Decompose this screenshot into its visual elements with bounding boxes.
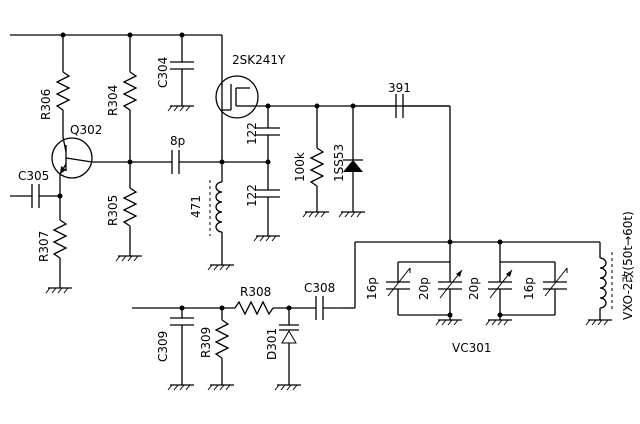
- r309-label: R309: [199, 327, 213, 358]
- supply-rail: [10, 32, 223, 93]
- q302-label: Q302: [70, 123, 102, 137]
- c-8p-label: 8p: [170, 134, 185, 148]
- ground-icon: [45, 287, 72, 294]
- ground-icon: [167, 105, 194, 112]
- l-471-label: 471: [189, 195, 203, 218]
- r309-resistor: [214, 308, 230, 385]
- c-391-label: 391: [388, 81, 411, 95]
- vc-20p-b-label: 20p: [467, 277, 481, 300]
- ground-icon: [207, 264, 234, 271]
- r305-label: R305: [106, 195, 120, 226]
- r-100k-label: 100k: [293, 152, 307, 182]
- r304-label: R304: [106, 85, 120, 116]
- c304-capacitor: [170, 35, 194, 106]
- r304-resistor: [122, 35, 138, 162]
- r306-label: R306: [39, 89, 53, 120]
- ground-icon: [485, 319, 512, 326]
- c309-label: C309: [156, 331, 170, 362]
- c308-label: C308: [304, 281, 335, 295]
- ground-icon: [115, 255, 142, 262]
- vxo-coil-label: VXO-2改(50t→60t): [621, 211, 635, 320]
- ground-icon: [338, 211, 365, 218]
- d-1ss53-label: 1SS53: [332, 144, 346, 182]
- d-1ss53-diode: [343, 106, 363, 212]
- ground-icon: [274, 384, 301, 391]
- vc301-left-group: [386, 242, 463, 320]
- c304-label: C304: [156, 57, 170, 88]
- vxo-coil: [599, 242, 613, 320]
- c-122b-label: 122: [245, 184, 259, 207]
- c-122a-capacitor: [256, 106, 280, 162]
- r308-label: R308: [240, 285, 271, 299]
- c309-capacitor: [170, 308, 194, 385]
- r305-resistor: [122, 162, 138, 256]
- c305-capacitor: [10, 184, 63, 208]
- c308-capacitor: [315, 296, 340, 320]
- r-100k-resistor: [309, 106, 325, 212]
- r307-label: R307: [37, 231, 51, 262]
- c-122b-capacitor: [256, 162, 280, 236]
- d301-varactor: [279, 308, 299, 385]
- vc301-right-group: [488, 242, 568, 320]
- q302-transistor: [51, 128, 130, 196]
- vc-20p-a-label: 20p: [417, 277, 431, 300]
- vc301-label: VC301: [452, 341, 492, 355]
- ground-icon: [585, 319, 612, 326]
- r306-resistor: [55, 35, 71, 128]
- c-122a-label: 122: [245, 122, 259, 145]
- ground-icon: [435, 319, 462, 326]
- tuning-bus: [340, 239, 600, 309]
- ground-icon: [207, 384, 234, 391]
- l-471-inductor: [209, 162, 223, 265]
- vc-16p-a-label: 16p: [365, 277, 379, 300]
- r307-resistor: [52, 196, 68, 288]
- c-391-capacitor: [353, 94, 451, 242]
- vc-16p-b-label: 16p: [522, 277, 536, 300]
- c-8p-capacitor: [130, 150, 271, 174]
- ground-icon: [302, 211, 329, 218]
- ground-icon: [167, 384, 194, 391]
- ground-icon: [253, 235, 280, 242]
- d301-label: D301: [265, 328, 279, 360]
- c305-label: C305: [18, 169, 49, 183]
- fet-label: 2SK241Y: [232, 53, 286, 67]
